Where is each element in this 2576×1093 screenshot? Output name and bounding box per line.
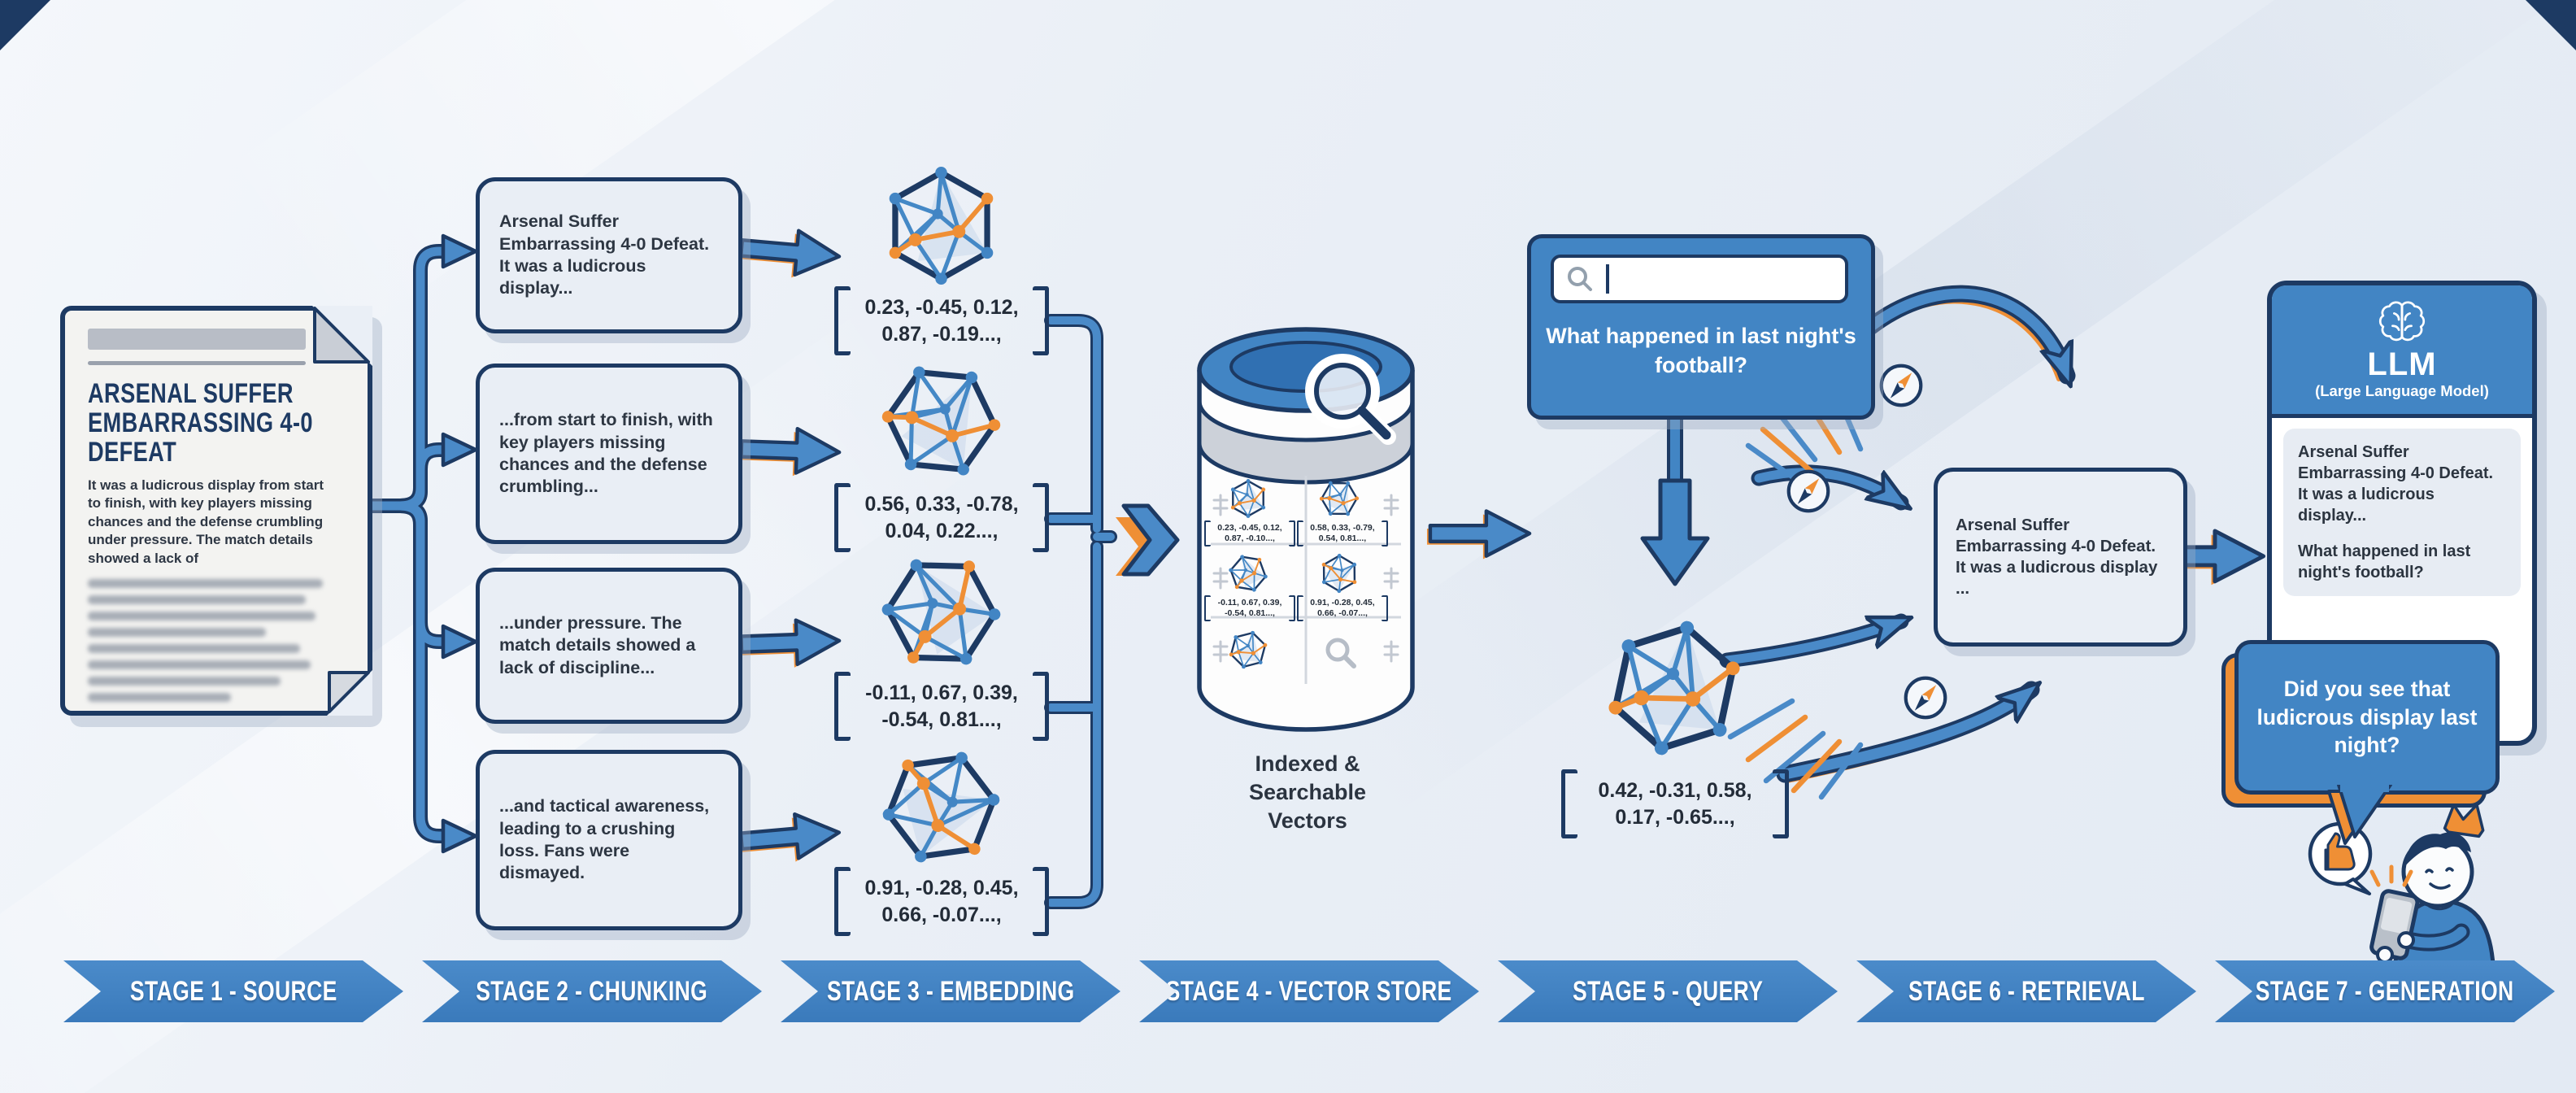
user-reply-text: Did you see that ludicrous display last … bbox=[2256, 677, 2478, 758]
search-icon bbox=[1568, 267, 1592, 291]
chunk-card-1: Arsenal Suffer Embarrassing 4-0 Defeat. … bbox=[476, 177, 742, 333]
user-reply-bubble: Did you see that ludicrous display last … bbox=[2234, 640, 2500, 795]
llm-question-text: What happened in last night's football? bbox=[2298, 542, 2471, 581]
document-header-bar bbox=[88, 329, 306, 350]
page-fold-bottom bbox=[327, 670, 372, 716]
embedding-vector-icon bbox=[875, 741, 1008, 874]
document-title: ARSENAL SUFFER EMBARRASSING 4-0 DEFEAT bbox=[88, 378, 313, 468]
vector-store-caption: Indexed & Searchable Vectors bbox=[1248, 751, 1367, 834]
embedding-vector-icon bbox=[882, 167, 1000, 285]
text-cursor bbox=[1606, 264, 1609, 294]
embedding-vector-icon bbox=[861, 532, 1020, 691]
grid-tick-marks bbox=[1212, 494, 1399, 663]
document-body-text: It was a ludicrous display from start to… bbox=[88, 477, 324, 566]
chunk-text: ...and tactical awareness, leading to a … bbox=[499, 796, 710, 883]
embedding-values-1: 0.23, -0.45, 0.12,0.87, -0.19..., bbox=[834, 286, 1049, 355]
chunk-text: Arsenal Suffer Embarrassing 4-0 Defeat. … bbox=[499, 211, 710, 298]
query-vector-values: 0.42, -0.31, 0.58,0.17, -0.65..., bbox=[1561, 769, 1789, 838]
embedding-values-2: 0.56, 0.33, -0.78,0.04, 0.22..., bbox=[834, 483, 1049, 552]
retrieved-chunk-card: Arsenal Suffer Embarrassing 4-0 Defeat. … bbox=[1934, 468, 2187, 647]
source-document: ARSENAL SUFFER EMBARRASSING 4-0 DEFEAT I… bbox=[60, 306, 372, 716]
corner-triangle bbox=[2526, 0, 2576, 50]
stored-vector-values: -0.11, 0.67, 0.39,-0.54, 0.81..., bbox=[1204, 595, 1295, 622]
retrieved-chunk-text: Arsenal Suffer Embarrassing 4-0 Defeat. … bbox=[1956, 515, 2158, 599]
chunk-card-3: ...under pressure. The match details sho… bbox=[476, 568, 742, 724]
stored-vector-values: 0.91, -0.28, 0.45,0.66, -0.07..., bbox=[1297, 595, 1388, 622]
embeddings-to-store-connector bbox=[1044, 314, 1180, 909]
document-rule bbox=[88, 361, 306, 365]
phone-icon bbox=[2369, 889, 2420, 960]
llm-chat-bubble: Arsenal Suffer Embarrassing 4-0 Defeat. … bbox=[2283, 429, 2521, 596]
search-icon bbox=[1325, 638, 1356, 668]
query-search-input[interactable] bbox=[1551, 255, 1848, 303]
compass-icon bbox=[1906, 678, 1946, 718]
corner-triangle bbox=[0, 0, 50, 50]
query-box: What happened in last night's football? bbox=[1527, 234, 1875, 420]
chunk-text: ...from start to finish, with key player… bbox=[499, 410, 713, 497]
document-blurred-text bbox=[88, 579, 335, 709]
stored-vector-values: 0.58, 0.33, -0.79,0.54, 0.81..., bbox=[1297, 520, 1388, 547]
stage-banner-6: STAGE 6 - RETRIEVAL bbox=[1856, 960, 2196, 1022]
chunk-text: ...under pressure. The match details sho… bbox=[499, 613, 696, 677]
embedding-values-4: 0.91, -0.28, 0.45,0.66, -0.07..., bbox=[834, 867, 1049, 936]
stored-vector-icon bbox=[1229, 479, 1268, 518]
stage-banner-4: STAGE 4 - VECTOR STORE bbox=[1139, 960, 1479, 1022]
query-text: What happened in last night's football? bbox=[1546, 324, 1856, 378]
stored-vector-values: 0.23, -0.45, 0.12,0.87, -0.10..., bbox=[1204, 520, 1295, 547]
llm-context-text: Arsenal Suffer Embarrassing 4-0 Defeat. … bbox=[2298, 443, 2494, 525]
query-vector-icon bbox=[1593, 607, 1755, 769]
thumbs-up-icon bbox=[2324, 832, 2356, 871]
llm-header: LLM (Large Language Model) bbox=[2272, 285, 2532, 418]
stage-banner-5: STAGE 5 - QUERY bbox=[1498, 960, 1838, 1022]
stage-banner-3: STAGE 3 - EMBEDDING bbox=[781, 960, 1120, 1022]
search-icon bbox=[1305, 354, 1396, 445]
reply-bubble-tail bbox=[2327, 785, 2392, 845]
brain-icon bbox=[2378, 301, 2426, 342]
stage-banner-2: STAGE 2 - CHUNKING bbox=[422, 960, 762, 1022]
chunk-card-2: ...from start to finish, with key player… bbox=[476, 364, 742, 544]
llm-subtitle: (Large Language Model) bbox=[2315, 382, 2489, 399]
page-fold-top bbox=[312, 306, 372, 366]
stage-banner-1: STAGE 1 - SOURCE bbox=[63, 960, 403, 1022]
stage-banner-7: STAGE 7 - GENERATION bbox=[2215, 960, 2555, 1022]
vector-store-database: 0.23, -0.45, 0.12,0.87, -0.10..., 0.58, … bbox=[1193, 320, 1419, 738]
embedding-values-3: -0.11, 0.67, 0.39,-0.54, 0.81..., bbox=[834, 672, 1049, 741]
chunk-card-4: ...and tactical awareness, leading to a … bbox=[476, 750, 742, 930]
llm-title: LLM bbox=[2367, 346, 2437, 382]
